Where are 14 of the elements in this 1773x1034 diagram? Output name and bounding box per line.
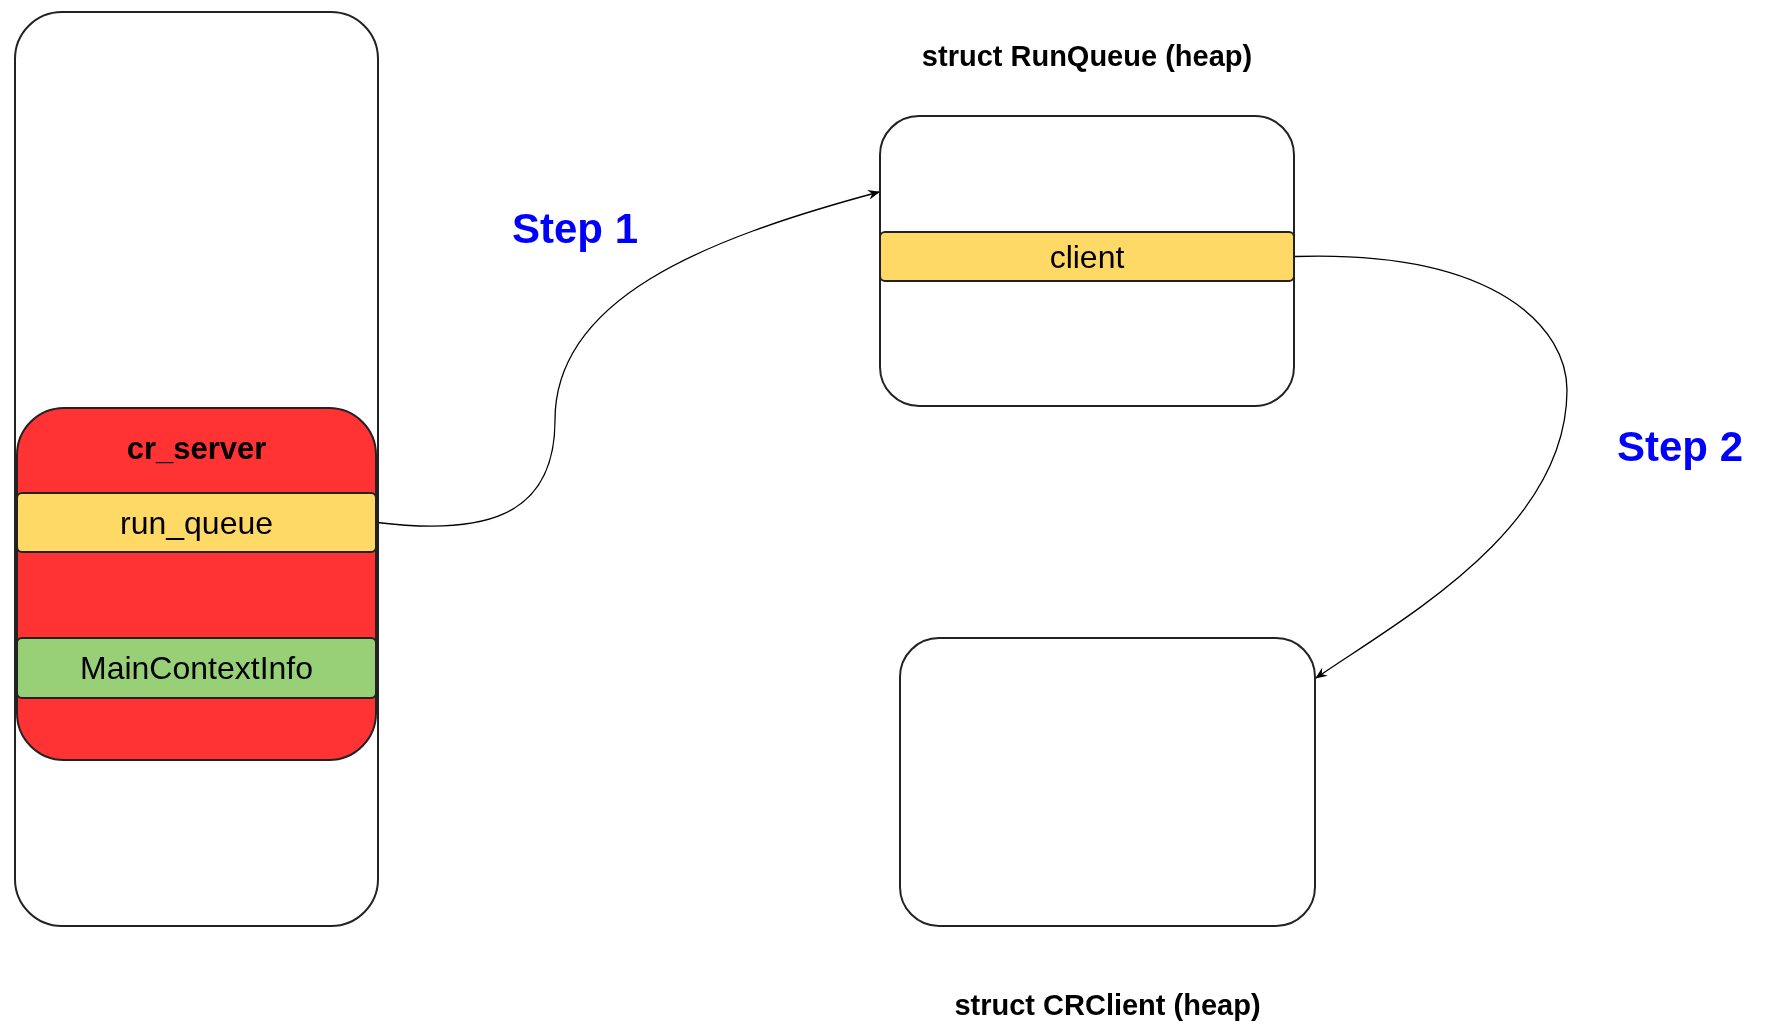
struct-heading: struct RunQueue (heap) [920, 39, 1254, 74]
field-bar [16, 637, 377, 699]
field-bar [16, 492, 377, 553]
field-label: client [1049, 240, 1125, 273]
edge-label: Step 1 [512, 208, 639, 250]
field-label: MainContextInfo [80, 652, 313, 684]
field-bar [879, 231, 1295, 282]
rounded-box [14, 11, 379, 927]
edge-label: Step 2 [1617, 426, 1744, 468]
field-label: run_queue [120, 506, 273, 539]
curved-arrow [1294, 255, 1568, 679]
struct-box [16, 407, 377, 761]
struct-heading: struct CRClient (heap) [953, 987, 1262, 1023]
struct-title: cr_server [126, 433, 267, 464]
